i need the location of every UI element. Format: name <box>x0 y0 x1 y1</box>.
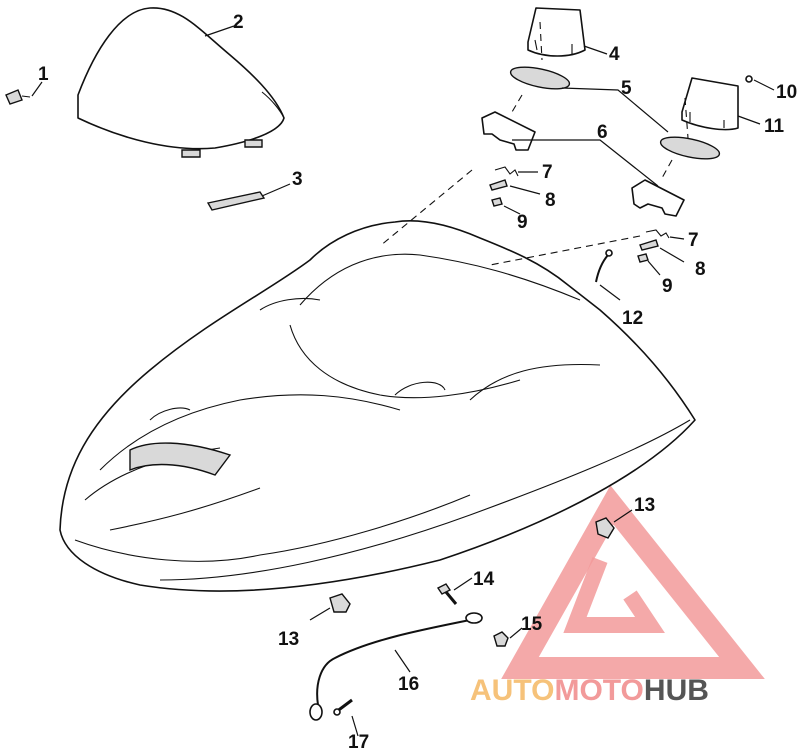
watermark-triangle <box>501 485 765 679</box>
gauge-lens-5 <box>509 66 571 90</box>
callout-17: 17 <box>348 732 369 751</box>
gauge-lens-right <box>659 136 721 160</box>
gauge-bezel-6a <box>481 111 536 151</box>
callout-14: 14 <box>473 569 495 590</box>
svg-text:AUTOMOTOHUB: AUTOMOTOHUB <box>470 674 709 707</box>
nut-15 <box>493 631 509 647</box>
leader-lines <box>31 25 775 737</box>
gauge-bezel-6b <box>631 179 685 217</box>
callout-10: 10 <box>776 82 797 103</box>
grommet-13-lower <box>329 593 351 613</box>
callout-15: 15 <box>521 614 543 635</box>
trim-strip <box>206 191 266 211</box>
callout-5: 5 <box>621 78 632 99</box>
callout-labels: 1 2 3 4 5 6 7 8 9 10 11 7 8 9 12 13 13 1… <box>38 12 797 751</box>
watermark-inner-mark <box>563 557 665 633</box>
windshield <box>77 7 285 158</box>
callout-2: 2 <box>233 12 244 33</box>
callout-9-right: 9 <box>662 276 673 297</box>
callout-9-left: 9 <box>517 212 528 233</box>
watermark-moto: MOTO <box>554 674 643 707</box>
tether-cable-16 <box>309 612 483 721</box>
windshield-screw <box>5 89 31 105</box>
nut-10 <box>745 75 753 83</box>
wire-12 <box>595 249 613 283</box>
gauge-cover-11 <box>681 77 739 131</box>
gauge-cover-4 <box>527 7 586 57</box>
callout-13-upper: 13 <box>634 495 655 516</box>
assembly-guides <box>379 21 689 266</box>
watermark-logo: AUTOMOTOHUB <box>470 485 765 707</box>
callout-3: 3 <box>292 169 303 190</box>
watermark-auto: AUTO <box>470 674 554 707</box>
callout-13-lower: 13 <box>278 629 299 650</box>
spring-set-right <box>637 229 670 263</box>
callout-7-left: 7 <box>542 162 553 183</box>
watermark-hub: HUB <box>644 674 709 707</box>
callout-8-left: 8 <box>545 190 556 211</box>
callout-12: 12 <box>622 308 643 329</box>
callout-6: 6 <box>597 122 608 143</box>
callout-4: 4 <box>609 44 620 65</box>
callout-11: 11 <box>764 116 785 137</box>
callout-7-right: 7 <box>688 230 699 251</box>
callout-1: 1 <box>38 64 49 85</box>
hood <box>59 220 696 592</box>
pin-17 <box>333 698 353 716</box>
callout-16: 16 <box>398 674 419 695</box>
bolt-14 <box>436 583 458 605</box>
callout-8-right: 8 <box>695 259 706 280</box>
spring-set-left <box>489 166 519 207</box>
grommet-13-upper <box>595 517 615 539</box>
